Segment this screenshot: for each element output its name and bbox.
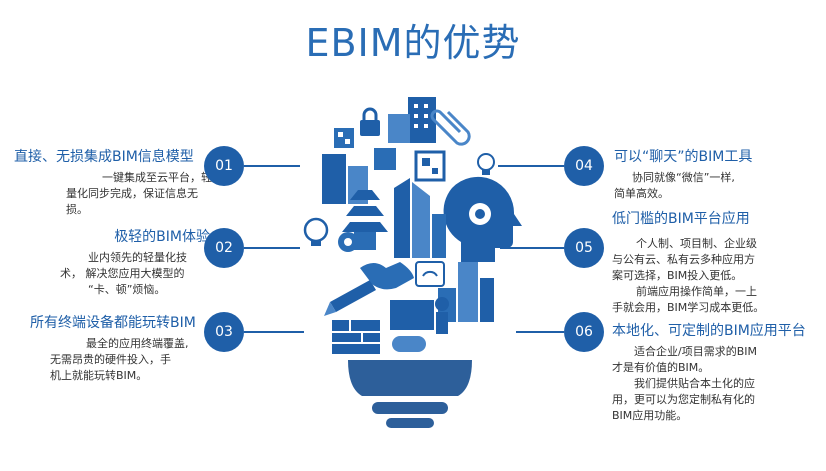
advantage-desc-line: 才是有价值的BIM。 bbox=[612, 361, 710, 374]
advantage-desc-line: 协同就像“微信”一样, bbox=[632, 171, 735, 184]
brick-wall-icon bbox=[332, 320, 380, 354]
head-gear-icon bbox=[443, 176, 522, 262]
blueprint-roll-icon bbox=[392, 336, 426, 352]
advantage-heading: 低门槛的BIM平台应用 bbox=[612, 211, 750, 227]
advantage-desc-line: “卡、顿”烦恼。 bbox=[88, 283, 166, 296]
number-badge-03: 03 bbox=[204, 312, 244, 352]
advantage-desc-line: 损。 bbox=[66, 203, 88, 216]
advantage-desc-line: 我们提供贴合本土化的应 bbox=[634, 377, 755, 390]
advantage-heading: 极轻的BIM体验 bbox=[114, 229, 210, 245]
advantage-item-05: 低门槛的BIM平台应用 个人制、项目制、企业级 与公有云、私有云多种应用方 案可… bbox=[612, 208, 816, 316]
advantage-heading: 可以“聊天”的BIM工具 bbox=[614, 149, 753, 165]
advantage-item-01: 直接、无损集成BIM信息模型 一键集成至云平台，轻 量化同步完成，保证信息无 损… bbox=[14, 146, 224, 218]
page-title: EBIM的优势 bbox=[305, 21, 521, 65]
number-badge-04: 04 bbox=[564, 146, 604, 186]
number-badge-06: 06 bbox=[564, 312, 604, 352]
advantage-desc-line: 量化同步完成，保证信息无 bbox=[66, 187, 198, 200]
advantage-heading: 本地化、可定制的BIM应用平台 bbox=[612, 323, 806, 339]
connector-line bbox=[500, 247, 564, 249]
advantage-desc-line: 前端应用操作简单，一上 bbox=[636, 285, 757, 298]
pencil-icon bbox=[324, 280, 376, 316]
pagoda-icon bbox=[342, 190, 388, 250]
qr-code-icon bbox=[334, 128, 446, 182]
wifi-card-icon bbox=[415, 261, 445, 287]
gear-icon bbox=[338, 232, 358, 252]
advantage-desc-line: 最全的应用终端覆盖, bbox=[86, 337, 189, 350]
advantage-desc-line: BIM应用功能。 bbox=[612, 409, 688, 422]
advantage-item-03: 所有终端设备都能玩转BIM 最全的应用终端覆盖, 无需昂贵的硬件投入，手 机上就… bbox=[30, 312, 206, 384]
small-lightbulb-icon bbox=[303, 217, 329, 246]
advantage-item-04: 可以“聊天”的BIM工具 协同就像“微信”一样, 简单高效。 bbox=[614, 146, 814, 202]
advantage-desc-line: 一键集成至云平台，轻 bbox=[102, 171, 212, 184]
number-badge-05: 05 bbox=[564, 228, 604, 268]
advantage-desc-line: 手就会用，BIM学习成本更低。 bbox=[612, 301, 765, 314]
lightbulb-icon bbox=[477, 153, 495, 175]
advantage-desc-line: 用，更可以为您定制私有化的 bbox=[612, 393, 755, 406]
advantage-desc-line: 无需昂贵的硬件投入，手 bbox=[50, 353, 171, 366]
connector-line bbox=[244, 165, 300, 167]
tall-buildings-icon bbox=[394, 178, 446, 258]
advantage-desc-line: 个人制、项目制、企业级 bbox=[636, 237, 757, 250]
paperclip-icon bbox=[430, 109, 471, 146]
advantage-desc-line: 与公有云、私有云多种应用方 bbox=[612, 253, 755, 266]
connector-line bbox=[244, 331, 304, 333]
number-badge-01: 01 bbox=[204, 146, 244, 186]
connector-line bbox=[516, 331, 564, 333]
advantage-desc-line: 机上就能玩转BIM。 bbox=[50, 369, 148, 382]
advantage-desc-line: 适合企业/项目需求的BIM bbox=[634, 345, 757, 358]
advantage-item-02: 极轻的BIM体验 业内领先的轻量化技 术， 解决您应用大模型的 “卡、顿”烦恼。 bbox=[60, 226, 210, 298]
connector-line bbox=[498, 165, 564, 167]
advantage-desc-line: 简单高效。 bbox=[614, 187, 669, 200]
presenter-icon bbox=[390, 297, 449, 334]
bulb-base bbox=[348, 360, 472, 428]
advantage-heading: 所有终端设备都能玩转BIM bbox=[30, 315, 196, 331]
number-badge-02: 02 bbox=[204, 228, 244, 268]
advantage-heading: 直接、无损集成BIM信息模型 bbox=[14, 149, 194, 165]
building-icon bbox=[388, 97, 436, 143]
lightbulb-illustration bbox=[303, 97, 522, 428]
advantage-item-06: 本地化、可定制的BIM应用平台 适合企业/项目需求的BIM 才是有价值的BIM。… bbox=[612, 320, 822, 424]
connector-line bbox=[244, 247, 300, 249]
advantage-desc-line: 业内领先的轻量化技 bbox=[88, 251, 187, 264]
lock-icon bbox=[360, 107, 380, 136]
advantage-desc-line: 案可选择，BIM投入更低。 bbox=[612, 269, 743, 282]
handshake-icon bbox=[360, 262, 414, 290]
advantage-desc-line: 术， 解决您应用大模型的 bbox=[60, 267, 185, 280]
